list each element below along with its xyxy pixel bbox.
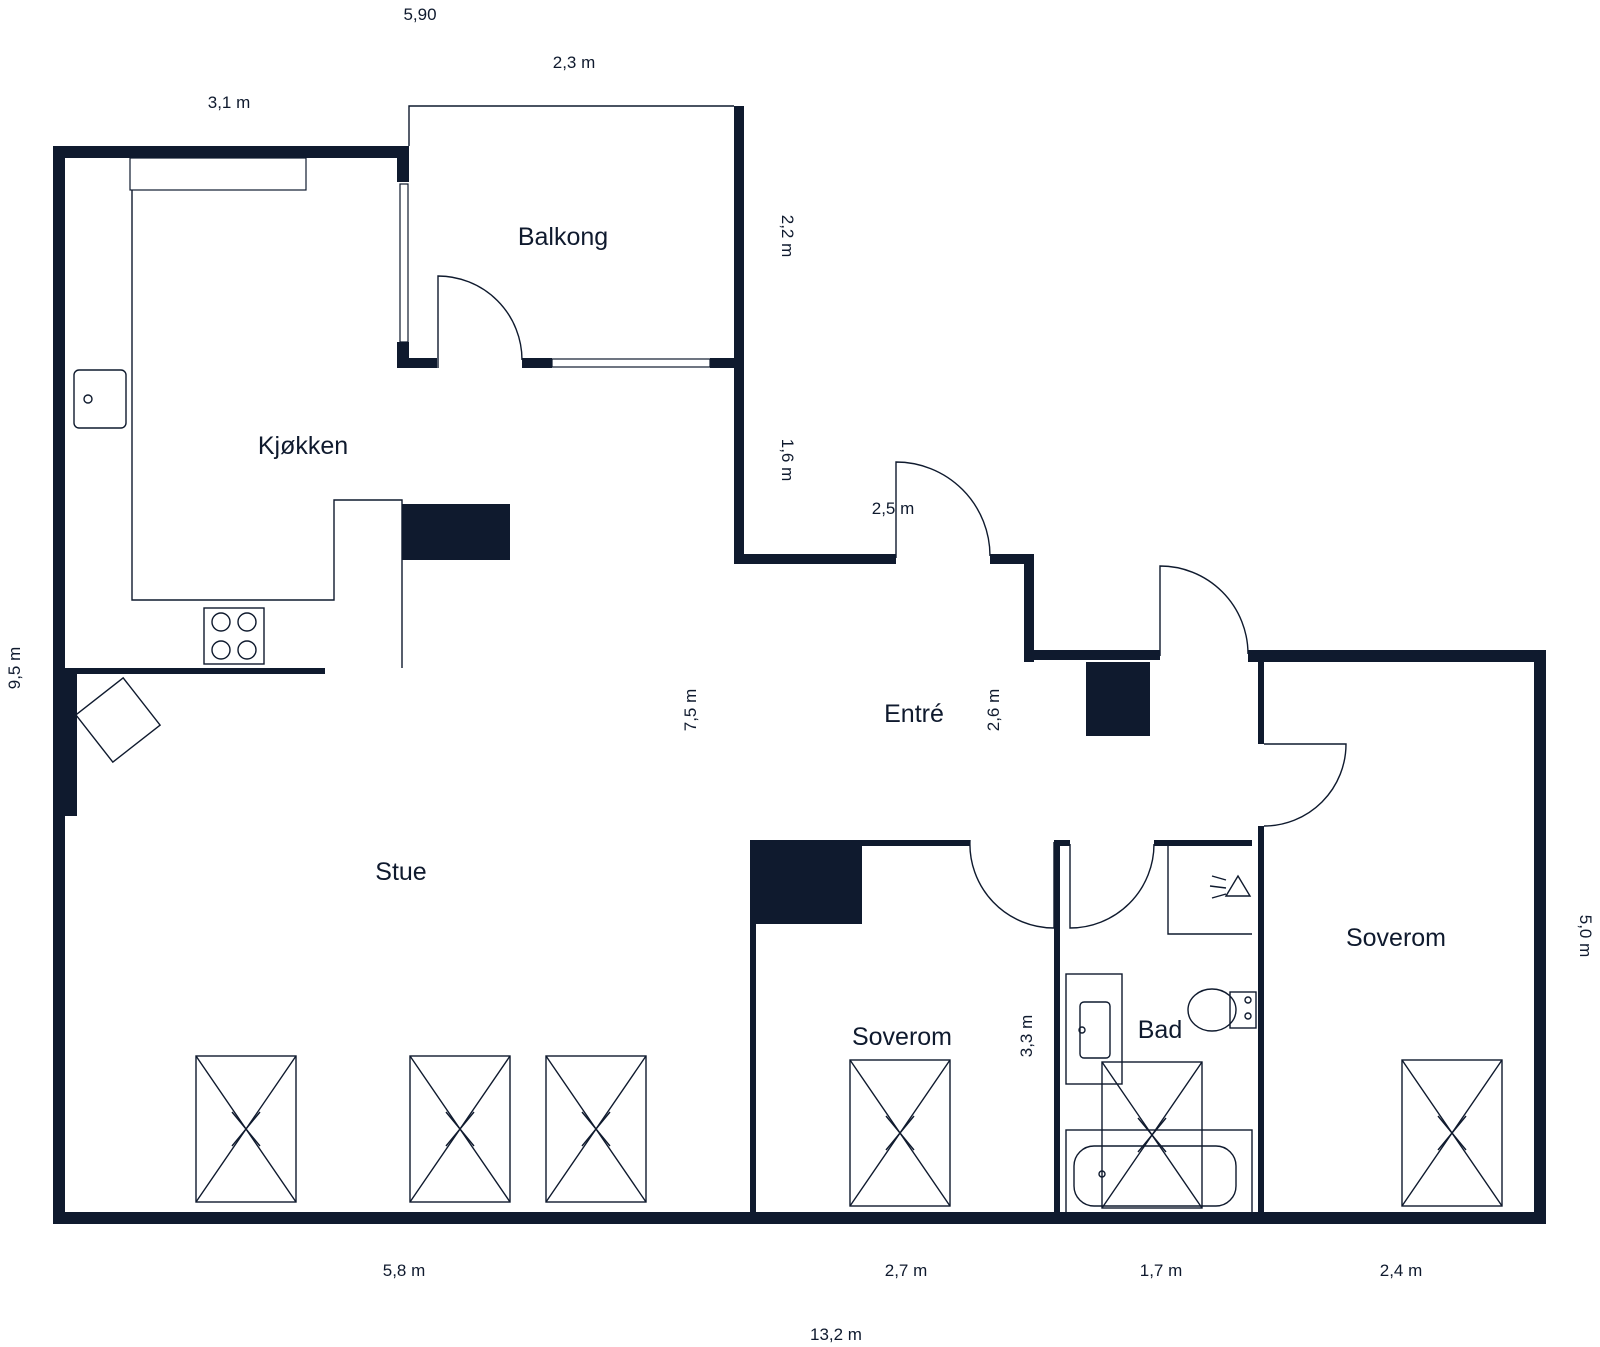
skylights xyxy=(195,1055,1503,1209)
toilet-icon xyxy=(1229,991,1257,1029)
dimension-east-step: 1,6 m xyxy=(778,439,797,482)
windows xyxy=(129,157,711,368)
basin-icon xyxy=(1065,973,1123,1085)
balcony-outline xyxy=(408,105,734,146)
room-label-soverom-right: Soverom xyxy=(1346,924,1446,952)
dimension-stue-depth: 7,5 m xyxy=(681,689,700,732)
dimension-soverom-right-width: 2,4 m xyxy=(1380,1261,1423,1280)
stove-icon xyxy=(203,607,265,665)
skylight-icon xyxy=(1101,1061,1203,1209)
bathtub-icon xyxy=(1065,1129,1253,1215)
dimension-soverom-width: 2,7 m xyxy=(885,1261,928,1280)
room-label-stue: Stue xyxy=(375,858,426,886)
dimension-entry-width: 2,5 m xyxy=(872,499,915,518)
sink-icon xyxy=(73,369,127,429)
room-label-balkong: Balkong xyxy=(518,223,608,251)
dimension-top-overall: 5,90 xyxy=(403,5,436,24)
fireplace-icon xyxy=(74,676,162,764)
dimension-bad-width: 1,7 m xyxy=(1140,1261,1183,1280)
dimension-left-height: 9,5 m xyxy=(5,647,24,690)
dimension-right-height: 5,0 m xyxy=(1576,915,1595,958)
skylight-icon xyxy=(1401,1059,1503,1207)
skylight-icon xyxy=(409,1055,511,1203)
dimension-entre-depth: 2,6 m xyxy=(984,689,1003,732)
skylight-icon xyxy=(849,1059,951,1207)
skylight-icon xyxy=(545,1055,647,1203)
room-label-kjokken: Kjøkken xyxy=(258,432,348,460)
shower-icon xyxy=(1209,874,1252,899)
dimension-stue-width: 5,8 m xyxy=(383,1261,426,1280)
interior-walls xyxy=(65,504,1264,1212)
outer-walls xyxy=(53,106,1546,1224)
room-label-entre: Entré xyxy=(884,700,944,728)
room-label-bad: Bad xyxy=(1138,1016,1182,1044)
dimension-balkong-width: 2,3 m xyxy=(553,53,596,72)
doors xyxy=(437,275,1347,929)
bathroom-fixtures xyxy=(1065,846,1257,1215)
dimension-kjokken-width: 3,1 m xyxy=(208,93,251,112)
skylight-icon xyxy=(195,1055,297,1203)
dimension-soverom-depth: 3,3 m xyxy=(1017,1015,1036,1058)
kitchen-fixtures xyxy=(73,190,403,764)
room-label-soverom-left: Soverom xyxy=(852,1023,952,1051)
dimension-total-width: 13,2 m xyxy=(810,1325,862,1344)
dimension-balkong-depth: 2,2 m xyxy=(778,215,797,258)
